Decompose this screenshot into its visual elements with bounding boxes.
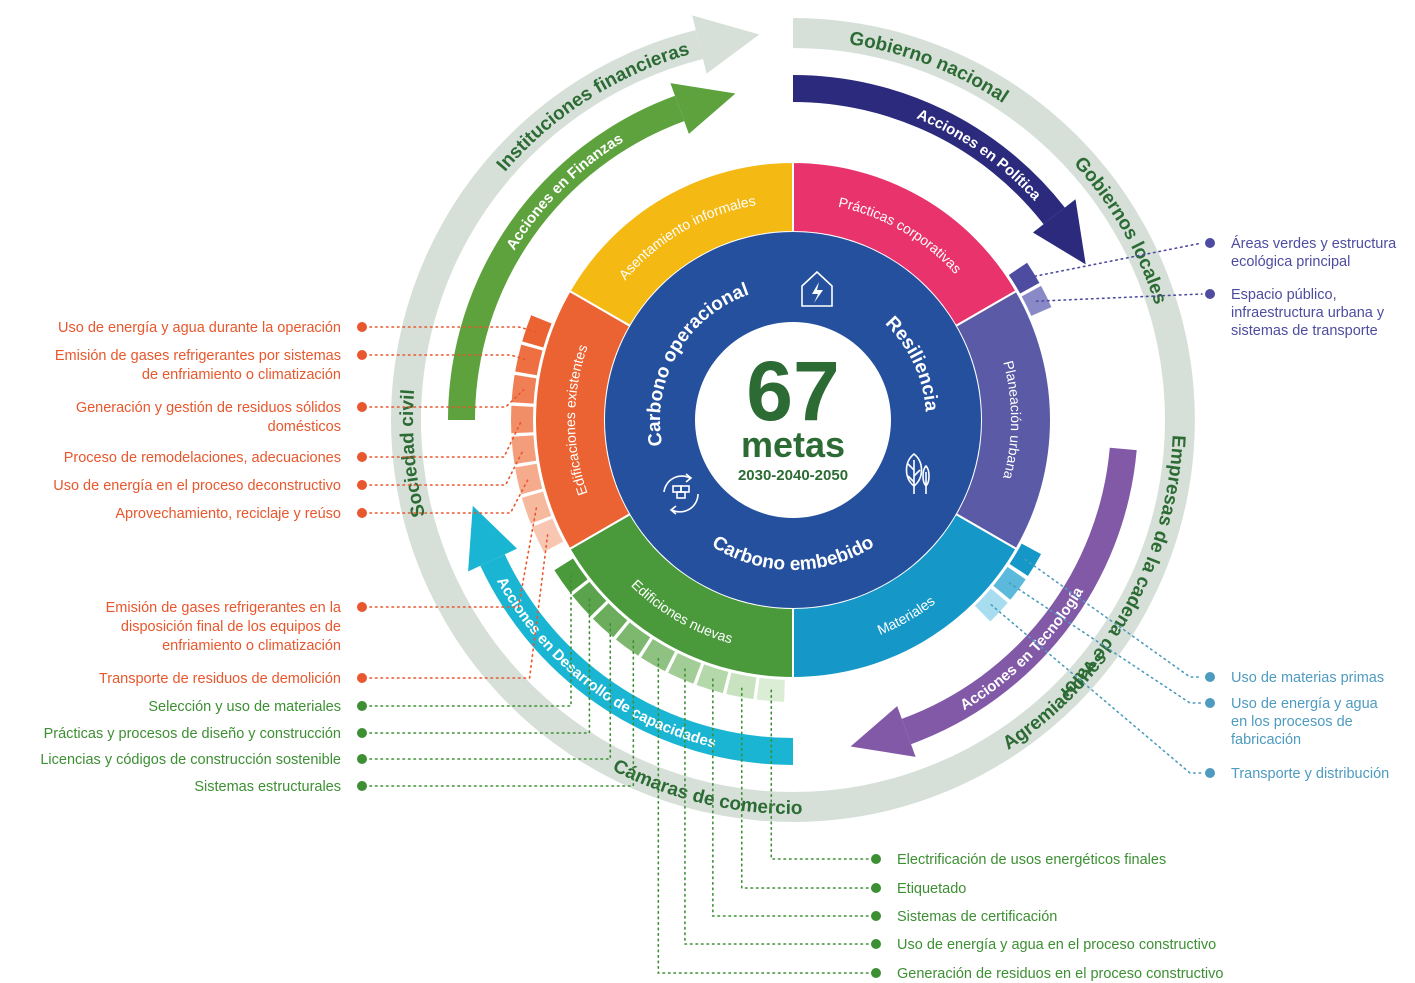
- target-green-bottom-label: Generación de residuos en el proceso con…: [897, 966, 1223, 982]
- target-blue-label: Transporte y distribución: [1231, 766, 1389, 782]
- leader-dot: [1205, 698, 1215, 708]
- leader-dot: [871, 911, 881, 921]
- leader-dot: [357, 781, 367, 791]
- leader-line: [369, 477, 530, 514]
- leader-dot: [1205, 768, 1215, 778]
- target-green-bottom-label: Electrificación de usos energéticos fina…: [897, 852, 1166, 868]
- tecnologia-arrow: [901, 447, 1137, 745]
- leader-line: [657, 654, 869, 974]
- leader-dot: [357, 754, 367, 764]
- center-years: 2030-2040-2050: [738, 467, 848, 484]
- leader-line: [1035, 293, 1203, 303]
- leader-line: [369, 506, 538, 608]
- finanzas-arrow-head: [670, 83, 736, 134]
- leader-line: [1023, 242, 1203, 280]
- leader-dot: [357, 350, 367, 360]
- leader-line: [740, 685, 869, 889]
- leader-dot: [357, 673, 367, 683]
- segment-green: [615, 622, 651, 656]
- leader-line: [369, 598, 591, 734]
- leader-dot: [1205, 238, 1215, 248]
- target-orange-label: Uso de energía y agua durante la operaci…: [58, 320, 341, 336]
- leader-dot: [357, 508, 367, 518]
- leader-line: [712, 678, 869, 917]
- leader-dot: [871, 968, 881, 978]
- leader-line: [369, 326, 538, 333]
- leader-line: [369, 638, 635, 787]
- target-green-bottom-label: Sistemas de certificación: [897, 909, 1057, 925]
- leader-dot: [1205, 672, 1215, 682]
- target-orange-label: Emisión de gases refrigerantes por siste…: [55, 348, 341, 383]
- politica-arrow: [793, 75, 1065, 225]
- leader-lines: [357, 238, 1215, 978]
- target-orange-label: Generación y gestión de residuos sólidos…: [76, 400, 341, 435]
- leader-line: [369, 354, 530, 362]
- leader-dot: [357, 402, 367, 412]
- tree-icon: [905, 452, 930, 494]
- target-green-label: Selección y uso de materiales: [148, 699, 341, 715]
- leader-line: [1024, 558, 1203, 678]
- actor-gobiernos-locales: Gobiernos locales: [1070, 153, 1171, 307]
- leader-dot: [1205, 289, 1215, 299]
- target-green-label: Sistemas estructurales: [194, 779, 341, 795]
- target-labels: Uso de energía y agua durante la operaci…: [40, 235, 1397, 982]
- center-number: 67: [746, 344, 839, 438]
- leader-line: [369, 534, 549, 679]
- leader-dot: [357, 480, 367, 490]
- tecnologia-arrow-head: [850, 706, 916, 757]
- recycle-blocks-icon: [663, 473, 699, 515]
- politica-arrow-head: [1032, 199, 1086, 265]
- segment-orange: [511, 435, 537, 465]
- target-orange-label: Transporte de residuos de demolición: [99, 671, 341, 687]
- core-circle: 67 metas 2030-2040-2050: [605, 232, 981, 608]
- segment-orange: [522, 315, 552, 348]
- leader-line: [369, 574, 572, 707]
- target-orange-label: Uso de energía en el proceso deconstruct…: [53, 478, 341, 494]
- leader-dot: [357, 701, 367, 711]
- target-green-bottom-label: Etiquetado: [897, 881, 966, 897]
- leader-line: [1008, 582, 1203, 704]
- target-blue-label: Uso de materias primas: [1231, 670, 1384, 686]
- segment-green: [726, 672, 757, 700]
- target-green-bottom-label: Uso de energía y agua en el proceso cons…: [897, 937, 1216, 953]
- leader-line: [770, 689, 869, 860]
- target-green-label: Licencias y códigos de construcción sost…: [40, 752, 341, 768]
- leader-dot: [871, 854, 881, 864]
- leader-dot: [357, 728, 367, 738]
- capacidades-arrow-head: [468, 505, 518, 572]
- target-purple-label: Espacio público,infraestructura urbana y…: [1231, 287, 1385, 339]
- leader-dot: [357, 602, 367, 612]
- center-label: metas: [741, 424, 845, 465]
- target-green-label: Prácticas y procesos de diseño y constru…: [44, 726, 341, 742]
- leader-line: [684, 667, 869, 945]
- segment-orange: [510, 405, 534, 434]
- target-orange-label: Proceso de remodelaciones, adecuaciones: [64, 450, 341, 466]
- capacidades-arrow: [480, 554, 793, 765]
- sector-label-planeacion: Planeación urbana: [1000, 359, 1024, 481]
- leader-line: [990, 604, 1203, 774]
- actors-ring-arrowhead: [692, 15, 760, 74]
- leader-line: [369, 388, 525, 408]
- segment-green: [641, 639, 675, 672]
- segment-green: [592, 603, 628, 638]
- leader-dot: [357, 452, 367, 462]
- segment-orange: [515, 463, 543, 495]
- leader-line: [369, 448, 525, 486]
- target-orange-label: Aprovechamiento, reciclaje y reúso: [115, 506, 341, 522]
- house-lightning-icon: [801, 270, 833, 307]
- leader-dot: [871, 883, 881, 893]
- leader-dot: [357, 322, 367, 332]
- center-disc: [695, 322, 891, 518]
- leader-line: [369, 418, 523, 458]
- leader-dot: [871, 939, 881, 949]
- finanzas-arrow: [448, 95, 685, 421]
- segment-orange: [515, 344, 543, 376]
